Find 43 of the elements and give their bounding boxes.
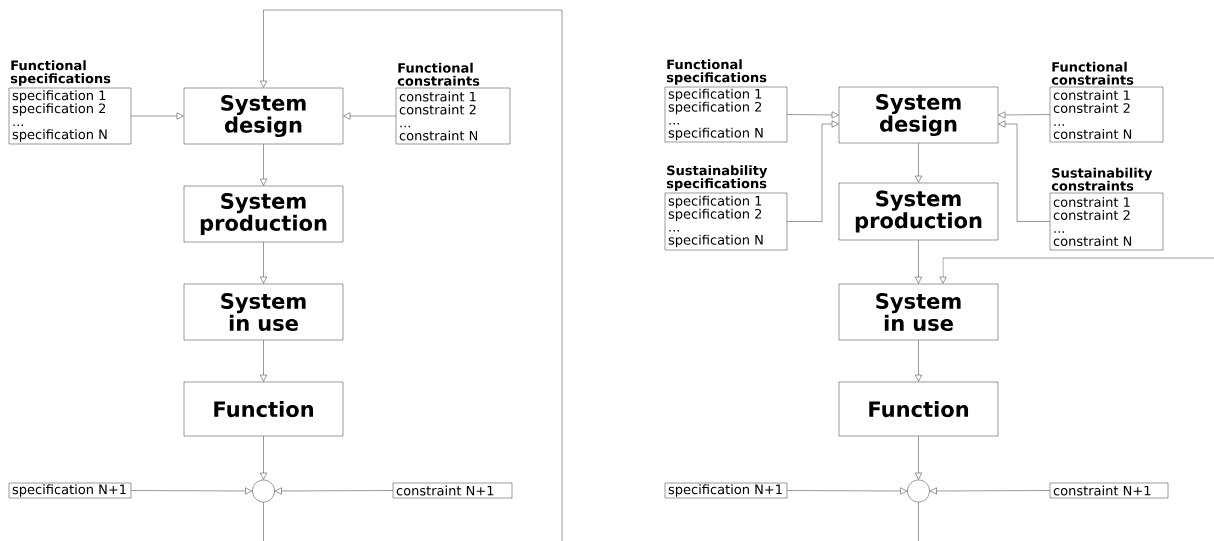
process-box: System design (838, 86, 999, 144)
process-box: System production (838, 182, 999, 241)
process-box: System design (183, 87, 344, 145)
list-box: constraint 1 constraint 2 ... constraint N (395, 87, 511, 145)
process-box: System in use (183, 283, 344, 341)
arrow (131, 487, 253, 495)
junction-circle (907, 479, 930, 503)
arrow (787, 111, 839, 119)
arrow (260, 144, 267, 186)
list-box: constraint 1 constraint 2 ... constraint N (1049, 86, 1164, 143)
arrow (915, 143, 922, 183)
process-box: Function (838, 381, 999, 437)
arrow (260, 436, 267, 480)
arrow (343, 112, 396, 120)
junction-circle (252, 479, 275, 503)
arrow (260, 340, 267, 382)
arrow (915, 240, 922, 284)
text-box: specification N+1 (664, 482, 788, 499)
text-box: constraint N+1 (392, 482, 513, 499)
arrow (915, 340, 922, 382)
arrow (998, 111, 1050, 119)
list-box: specification 1 specification 2 ... specification N (8, 87, 132, 145)
arrow (939, 257, 1214, 284)
list-box: specification 1 specification 2 ... specification N (664, 86, 788, 143)
process-box: System production (183, 185, 344, 243)
list-box: constraint 1 constraint 2 ... constraint N (1049, 192, 1164, 251)
arrow (787, 120, 839, 222)
box-heading: Sustainability specifications (666, 165, 768, 191)
arrow (260, 242, 267, 284)
box-heading: Functional specifications (666, 59, 767, 85)
arrow (260, 9, 563, 541)
text-box: specification N+1 (8, 482, 132, 499)
text-box: constraint N+1 (1049, 482, 1169, 499)
arrow (998, 120, 1050, 222)
arrow (929, 487, 1050, 495)
list-box: specification 1 specification 2 ... specification N (664, 192, 788, 251)
process-box: Function (183, 381, 344, 437)
arrow (787, 487, 908, 495)
process-box: System in use (838, 283, 999, 341)
arrow (274, 487, 393, 495)
arrow (915, 436, 922, 480)
box-heading: Functional specifications (10, 60, 111, 86)
arrow (131, 112, 184, 120)
